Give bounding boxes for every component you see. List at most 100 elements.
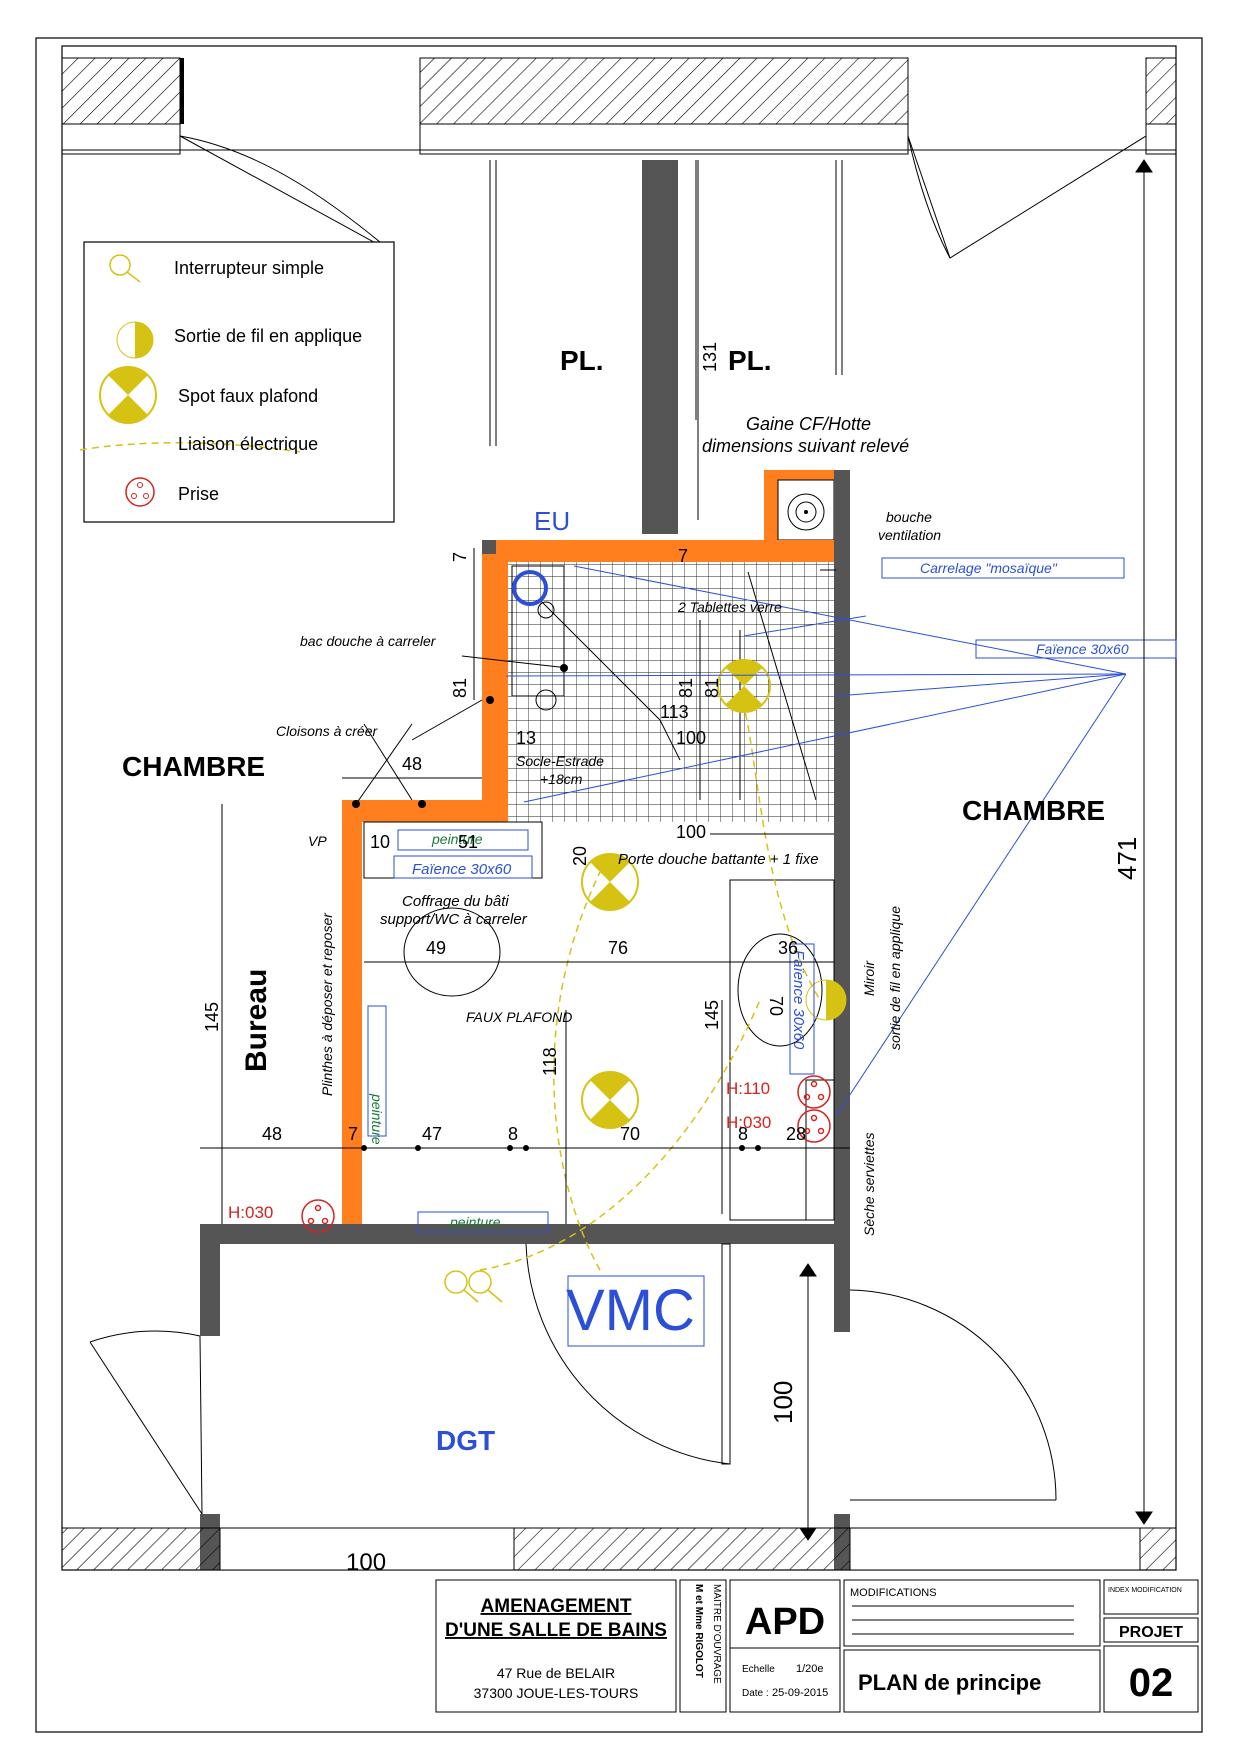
room-chambre-left: CHAMBRE [122,751,265,782]
window-swings [179,135,1147,259]
note-faience-right: Faïence 30x60 [1036,641,1129,657]
room-dgt: DGT [436,1425,495,1456]
dim-20: 20 [570,846,590,866]
note-peinture-left: peinture [369,1093,385,1145]
dim-81a: 81 [450,678,470,698]
sheet-border [35,37,1203,1733]
room-pl-left: PL. [560,345,604,376]
maitre-name: M et Mme RIGOLOT [693,1584,704,1678]
room-pl-right: PL. [728,345,772,376]
note-peinture-top: peinture [431,831,483,847]
projet-label: PROJET [1119,1624,1183,1641]
height-h030-left: H:030 [228,1203,273,1222]
dim-81b: 81 [676,678,696,698]
maitre-label: MAITRE D'OUVRAGE [711,1584,722,1684]
dim-8b: 8 [738,1124,748,1144]
note-seche-serviettes: Sèche serviettes [861,1133,877,1237]
note-coffrage-1: Coffrage du bâti [402,893,509,910]
room-bureau: Bureau [240,969,273,1072]
socket-icon [797,1075,831,1109]
dim-118: 118 [540,1047,560,1076]
legend-label-switch: Interrupteur simple [174,258,324,278]
phase-label: APD [745,1601,825,1643]
shower-mosaic [508,562,836,822]
note-porte-douche: Porte douche battante + 1 fixe [618,851,819,868]
note-faux-plafond: FAUX PLAFOND [466,1009,572,1025]
socket-icon [797,1109,831,1143]
legend: Interrupteur simple Sortie de fil en app… [79,241,395,523]
dim-100c: 100 [768,1381,798,1424]
address-line-1: 47 Rue de BELAIR [497,1665,615,1681]
echelle-label: Echelle [742,1664,775,1675]
dim-7b: 7 [678,546,688,566]
note-faience-wc: Faïence 30x60 [412,861,512,878]
title-block [435,1579,1199,1713]
legend-label-link: Liaison électrique [178,434,318,454]
room-chambre-right: CHAMBRE [962,795,1105,826]
ceiling-spot-icon [717,659,771,713]
dim-7a: 7 [450,552,470,562]
ceiling-spot-icon [581,1071,639,1129]
dim-48a: 48 [402,754,422,774]
note-miroir: Miroir [861,960,877,996]
dim-70a: 70 [766,996,786,1016]
dimension-ticks [352,664,761,1151]
wall-light-icon [116,321,154,359]
new-partitions [342,540,834,1224]
note-cloisons: Cloisons à créer [276,723,378,739]
dim-70b: 70 [620,1124,640,1144]
note-carrelage: Carrelage "mosaïque" [920,560,1058,576]
legend-label-socket: Prise [178,484,219,504]
note-sortie-fil: sortie de fil en applique [887,906,903,1050]
fixtures [363,565,836,1221]
address-line-2: 37300 JOUE-LES-TOURS [474,1685,639,1701]
central-wall [642,160,678,534]
projet-number: 02 [1129,1661,1174,1705]
note-peinture-bottom: peinture [449,1214,501,1230]
dim-100d: 100 [346,1549,386,1576]
wall-light-icon [805,979,847,1021]
dim-28: 28 [786,1124,806,1144]
echelle-value: 1/20e [796,1663,824,1675]
modifications-label: MODIFICATIONS [850,1587,937,1599]
dim-76: 76 [608,938,628,958]
socket-icon [125,477,155,507]
vmc-label: VMC [566,1278,695,1343]
note-coffrage-2: support/WC à carreler [380,911,528,928]
note-plinthes: Plinthes à déposer et reposer [319,912,335,1096]
dim-100a: 100 [676,728,706,748]
height-h110: H:110 [726,1079,770,1098]
dimension-lines [200,159,1153,1541]
dim-10: 10 [370,832,390,852]
note-bac-douche: bac douche à carreler [300,633,437,649]
project-title-1: AMENAGEMENT [481,1596,632,1617]
socket-icon [301,1199,335,1233]
dim-145a: 145 [202,1002,222,1032]
dim-8a: 8 [508,1124,518,1144]
dim-471: 471 [1112,837,1142,880]
date-value: 25-09-2015 [772,1687,828,1699]
facade-top [61,57,1177,155]
note-socle-2: +18cm [540,771,583,787]
closets [489,160,843,446]
legend-label-spot: Spot faux plafond [178,386,318,406]
note-faience-vasque: Faïence 30x60 [790,950,807,1050]
dim-47: 47 [422,1124,442,1144]
dimension-texts: 131 471 7 7 81 81 81 113 13 100 48 10 51… [202,342,1142,1576]
ceiling-spot-icon [99,366,157,424]
ceiling-spot-icon [581,853,639,911]
dim-145b: 145 [702,1000,722,1030]
legend-label-wall-light: Sortie de fil en applique [174,326,362,346]
dim-36: 36 [778,938,798,958]
note-bouche-2: ventilation [878,527,941,543]
dim-51: 51 [458,832,478,852]
date-label: Date : [742,1688,769,1699]
height-h030-right: H:030 [726,1113,771,1132]
plan-title: PLAN de principe [858,1670,1041,1695]
dim-48b: 48 [262,1124,282,1144]
switch-icon [444,1270,503,1303]
dim-49: 49 [426,938,446,958]
project-title-2: D'UNE SALLE DE BAINS [445,1620,667,1641]
dim-13: 13 [516,728,536,748]
